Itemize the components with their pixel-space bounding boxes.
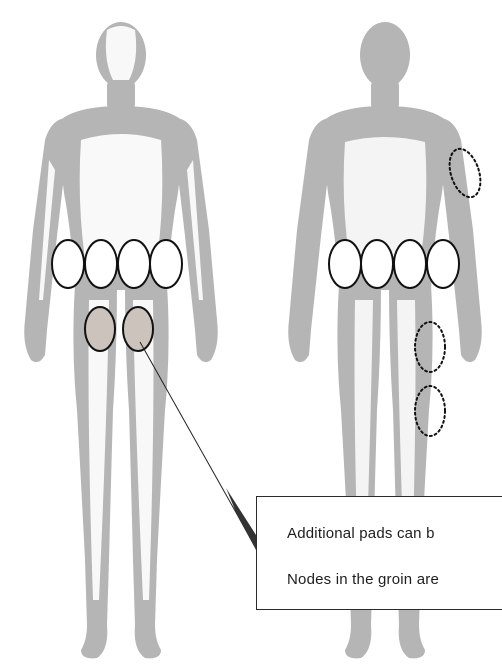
front-groin-pads: [85, 307, 153, 351]
back-pad-1: [329, 240, 361, 288]
back-pad-3: [394, 240, 426, 288]
back-pad-4: [427, 240, 459, 288]
front-pad-2: [85, 240, 117, 288]
back-pad-2: [361, 240, 393, 288]
callout-text-additional-pads: Additional pads can b: [287, 525, 435, 542]
front-pad-3: [118, 240, 150, 288]
front-figure: [24, 22, 218, 658]
groin-pad-right: [123, 307, 153, 351]
groin-pad-left: [85, 307, 115, 351]
callout-box: Additional pads can b Nodes in the groin…: [256, 496, 502, 610]
front-pad-1: [52, 240, 84, 288]
callout-text-groin-nodes: Nodes in the groin are: [287, 571, 439, 588]
front-pad-4: [150, 240, 182, 288]
